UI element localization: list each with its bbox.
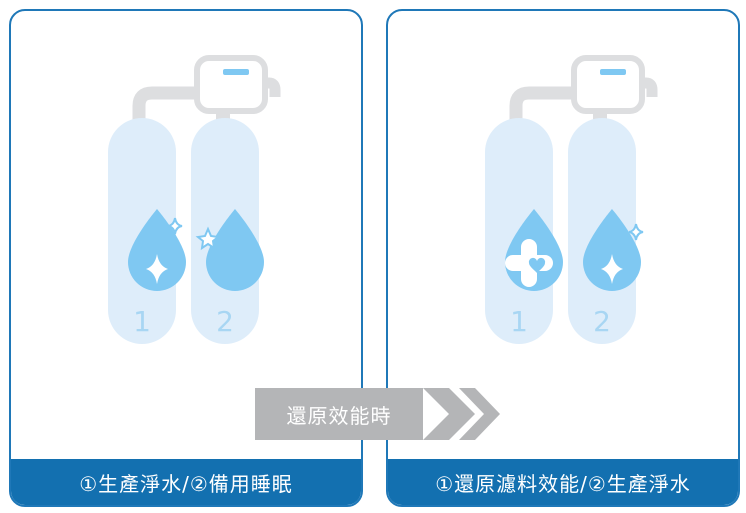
right-control-display [600,69,626,75]
arrow-band: 還原效能時 [255,388,500,440]
heart-cross-icon [505,209,563,291]
double-chevron-arrow-icon [255,388,500,440]
sparkle-icon [583,209,644,291]
right-softener-illustration: 1 2 [485,55,658,344]
left-caption: ①生產淨水/②備用睡眠 [11,459,361,505]
left-tank-1-number: 1 [133,305,151,338]
right-control-head [571,55,645,114]
arrow-label: 還原效能時 [286,403,392,428]
right-pipe [509,86,574,121]
right-pipe-right [636,77,658,97]
left-tank-2-number: 2 [216,305,234,338]
left-softener-illustration: 1 2 [108,55,281,344]
right-tank-1-number: 1 [510,305,528,338]
right-caption: ①還原濾料效能/②生產淨水 [388,459,738,505]
left-pipe [132,86,197,121]
left-control-head [194,55,268,114]
sparkle-icon [128,209,186,291]
left-pipe-right [259,77,281,97]
left-control-display [223,69,249,75]
moon-star-icon [195,209,264,291]
right-tank-2-number: 2 [593,305,611,338]
left-panel: 1 2 ①生產淨水/②備用睡眠 [9,9,363,507]
